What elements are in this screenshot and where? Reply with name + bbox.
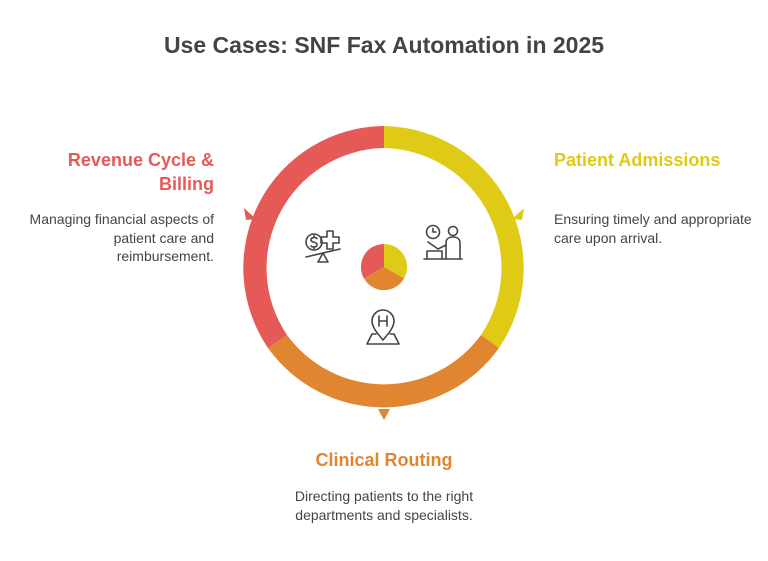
ring-segment-patient-admissions xyxy=(384,126,524,348)
description-patient-admissions: Ensuring timely and appropriate care upo… xyxy=(554,211,752,246)
heading-clinical-routing: Clinical Routing xyxy=(315,450,453,470)
description-clinical-routing: Directing patients to the right departme… xyxy=(294,488,474,523)
arrow-pointer-clinical xyxy=(378,409,390,420)
center-pie-slice-patient xyxy=(384,243,408,279)
ring-segment-revenue-cycle xyxy=(243,126,384,348)
heading-patient-admissions: Patient Admissions xyxy=(554,150,721,170)
center-pie-slice-revenue xyxy=(360,243,384,279)
ring-segment-clinical-routing xyxy=(268,335,499,408)
arrow-pointer-revenue xyxy=(244,208,256,220)
description-revenue-cycle: Managing financial aspects of patient ca… xyxy=(29,211,214,264)
heading-revenue-cycle: Revenue Cycle & Billing xyxy=(67,150,214,194)
arrow-pointer-patient xyxy=(512,208,524,220)
dollar-medical-scale-icon xyxy=(305,230,341,263)
patient-reception-icon xyxy=(423,224,463,260)
hospital-location-icon xyxy=(366,309,400,345)
page-title: Use Cases: SNF Fax Automation in 2025 xyxy=(163,32,605,58)
center-pie-slice-clinical xyxy=(364,267,404,291)
